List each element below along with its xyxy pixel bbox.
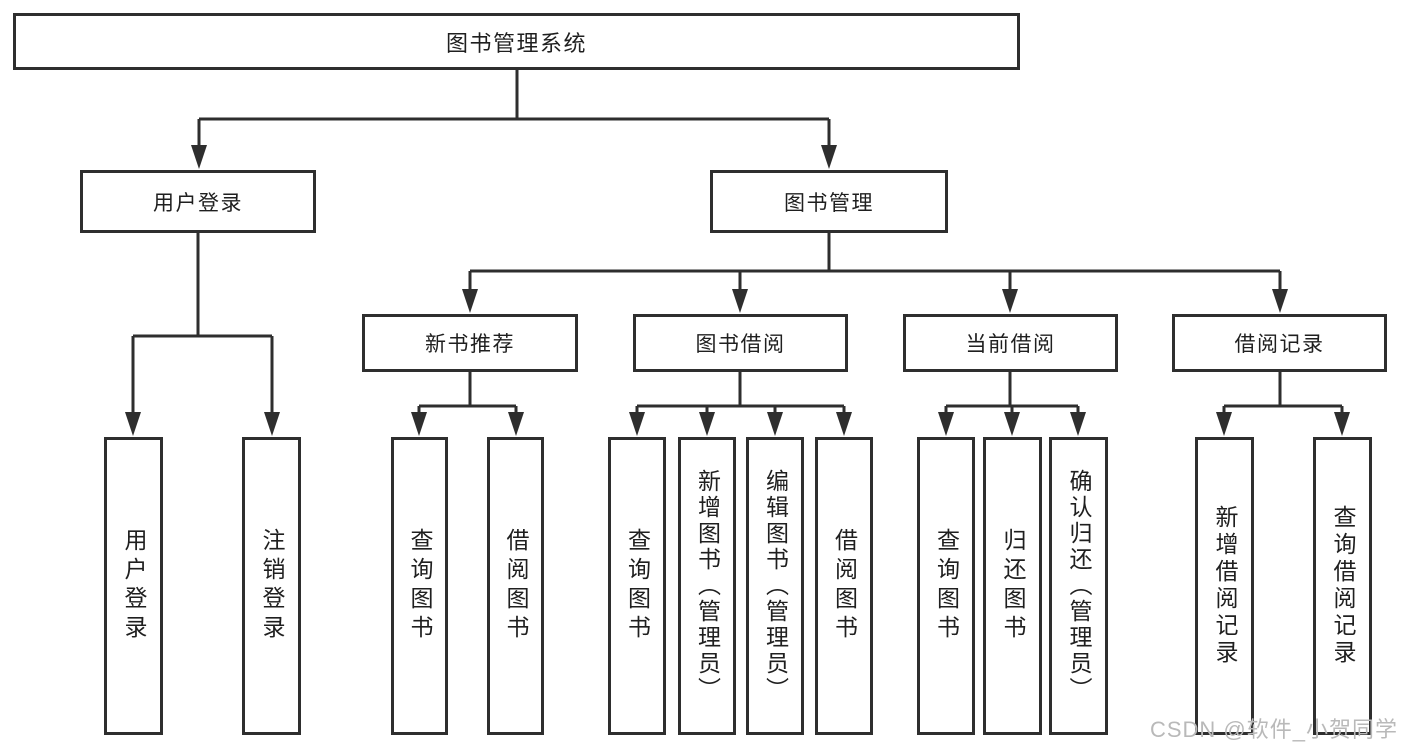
arrow-icon [125,412,141,436]
leaf-query-books-borrow: 查询图书 [608,437,666,735]
leaf-add-book-admin: 新增图书（管理员） [678,437,736,735]
leaf-query-books-recommend: 查询图书 [391,437,448,735]
leaf-borrow-books: 借阅图书 [815,437,873,735]
node-book-management: 图书管理 [710,170,948,233]
leaf-confirm-return-admin: 确认归还（管理员） [1049,437,1108,735]
node-library-system-root: 图书管理系统 [13,13,1020,70]
arrow-icon [191,145,207,169]
arrow-icon [411,412,427,436]
arrow-icon [836,412,852,436]
arrow-icon [1272,289,1288,313]
arrow-icon [1002,289,1018,313]
arrow-icon [508,412,524,436]
arrow-icon [732,289,748,313]
arrow-icon [821,145,837,169]
node-current-borrow: 当前借阅 [903,314,1118,372]
leaf-query-borrow-record: 查询借阅记录 [1313,437,1372,735]
leaf-edit-book-admin: 编辑图书（管理员） [746,437,804,735]
arrow-icon [629,412,645,436]
leaf-user-login: 用户登录 [104,437,163,735]
arrowheads [125,145,1350,436]
arrow-icon [264,412,280,436]
node-borrow-records: 借阅记录 [1172,314,1387,372]
arrow-icon [767,412,783,436]
leaf-return-book: 归还图书 [983,437,1042,735]
arrow-icon [1216,412,1232,436]
leaf-borrow-books-recommend: 借阅图书 [487,437,544,735]
node-book-borrow: 图书借阅 [633,314,848,372]
connector-path [131,70,1344,416]
arrow-icon [1070,412,1086,436]
leaf-add-borrow-record: 新增借阅记录 [1195,437,1254,735]
node-new-book-recommend: 新书推荐 [362,314,578,372]
arrow-icon [1004,412,1020,436]
arrow-icon [462,289,478,313]
node-user-login: 用户登录 [80,170,316,233]
csdn-watermark: CSDN @软件_小贺同学 [1149,717,1398,742]
arrow-icon [699,412,715,436]
leaf-logout: 注销登录 [242,437,301,735]
arrow-icon [938,412,954,436]
arrow-icon [1334,412,1350,436]
leaf-query-books-current: 查询图书 [917,437,975,735]
